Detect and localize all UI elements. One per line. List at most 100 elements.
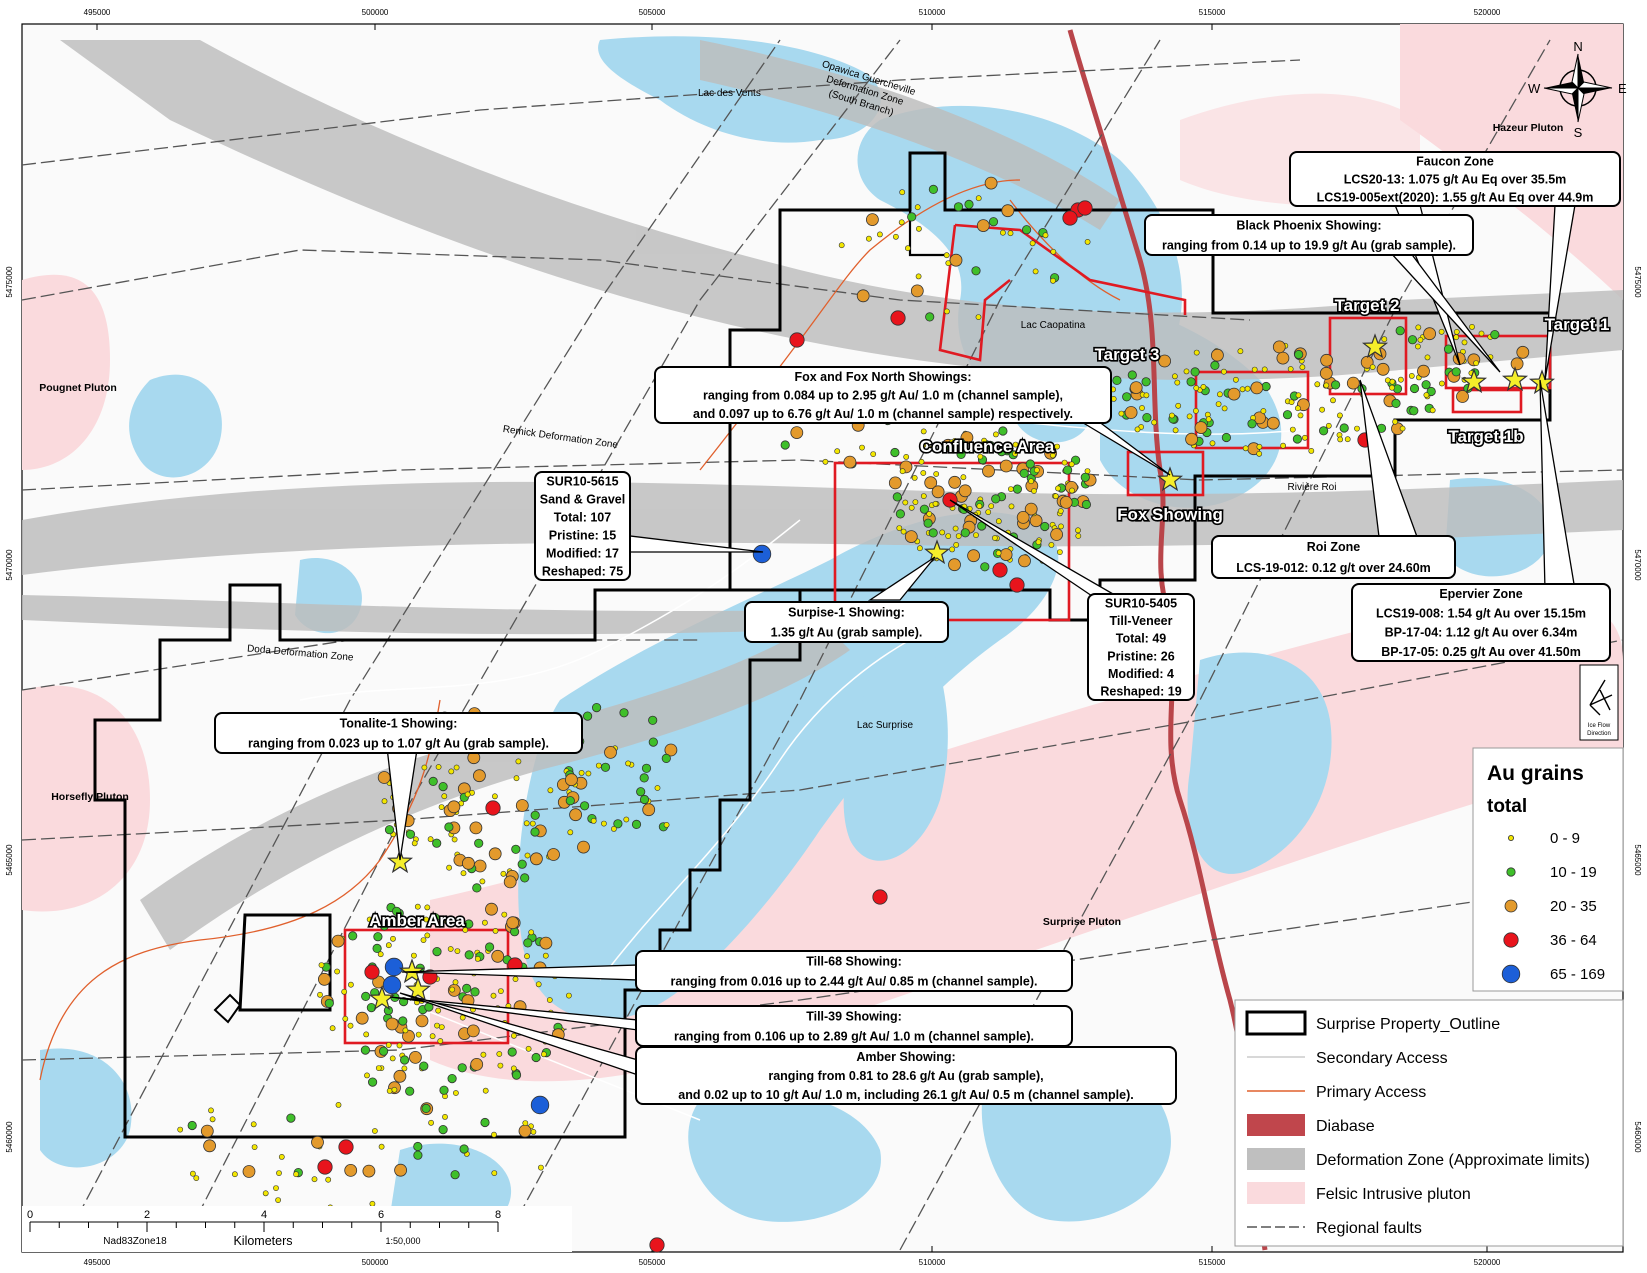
east-letter: E	[1618, 81, 1627, 96]
au-grain-dot	[625, 760, 631, 767]
au-grain-dot	[1260, 408, 1267, 414]
au-grain-dot	[1050, 248, 1057, 255]
au-grain-dot	[780, 440, 790, 450]
au-grain-dot	[539, 936, 553, 950]
au-grain-dot	[523, 938, 533, 948]
leader-lines	[384, 204, 1576, 1076]
au-grain-dot	[1251, 366, 1258, 373]
au-grain-dot	[566, 992, 572, 999]
au-grain-dot	[414, 903, 421, 910]
au-grain-dot	[485, 902, 498, 916]
au-grain-dot	[317, 1159, 333, 1175]
scale-tick: 8	[495, 1209, 501, 1221]
au-grain-dot	[1186, 377, 1196, 387]
callout-line: Roi Zone	[1307, 540, 1361, 554]
au-grain-dot	[457, 1063, 467, 1073]
au-grain-dot	[890, 310, 906, 326]
au-grain-dot	[344, 1164, 358, 1177]
au-grain-dot	[1266, 416, 1280, 430]
callout-line: LCS20-13: 1.075 g/t Au Eq over 35.5m	[1344, 173, 1567, 187]
easting-label: 510000	[919, 1258, 946, 1267]
au-grain-dot	[446, 864, 452, 871]
au-grain-dot	[944, 308, 950, 315]
au-grain-dot	[992, 535, 998, 541]
au-grain-dot	[601, 820, 607, 827]
au-grain-dot	[952, 525, 959, 532]
au-grain-dot	[438, 781, 448, 792]
easting-label: 520000	[1474, 1258, 1501, 1267]
au-grain-dot	[1054, 443, 1060, 450]
au-grain-dot	[398, 1016, 408, 1026]
au-grain-dot	[491, 949, 505, 963]
au-grain-dot	[402, 1027, 409, 1034]
au-grain-dot	[843, 455, 857, 469]
au-grain-dot	[391, 1086, 398, 1093]
easting-label: 515000	[1199, 1258, 1226, 1267]
au-grain-dot	[1209, 440, 1216, 447]
au-grain-dot	[513, 775, 520, 782]
au-grain-dot	[991, 494, 1001, 504]
au-grain-dot	[334, 968, 340, 975]
au-grain-dot	[984, 176, 998, 190]
legend-label: Primary Access	[1316, 1084, 1426, 1101]
au-grain-dot	[958, 484, 972, 498]
au-grain-dot	[903, 453, 910, 460]
au-grain-dot	[1438, 328, 1445, 335]
au-grain-dot	[910, 284, 924, 298]
au-grain-dot	[663, 822, 670, 828]
au-grain-dot	[985, 440, 995, 450]
au-grain-dot	[648, 715, 658, 725]
au-grain-dot	[902, 499, 909, 506]
au-grain-dot	[932, 500, 939, 507]
au-grain-dot	[1016, 511, 1030, 524]
northing-label: 5465000	[5, 844, 14, 876]
au-grain-dot	[286, 1113, 296, 1123]
au-grain-dot	[378, 1143, 385, 1150]
au-grain-dot	[899, 189, 906, 196]
au-grain-dot	[385, 1042, 392, 1048]
au-grain-dot	[920, 428, 927, 435]
area-labels: Confluence Area Amber Area Target 1 Targ…	[368, 294, 1612, 931]
au-grain-dot	[960, 528, 970, 538]
au-grain-dot	[273, 1185, 279, 1191]
northing-label: 5465000	[1633, 844, 1642, 876]
au-grain-dot	[1193, 407, 1199, 414]
callout-line: 1.35 g/t Au (grab sample).	[771, 626, 923, 640]
showing-star	[398, 958, 426, 984]
au-grain-dot	[591, 702, 602, 713]
au-grain-dot	[461, 856, 475, 870]
au-grain-dot	[262, 1190, 269, 1197]
au-grain-dot	[1172, 427, 1179, 434]
au-grain-dot	[187, 1120, 197, 1131]
au-grain-dot	[1295, 392, 1302, 399]
au-grain-dot	[971, 266, 981, 276]
scale-ratio: 1:50,000	[385, 1236, 420, 1246]
au-grain-dot	[1516, 345, 1530, 359]
au-grain-dot	[379, 921, 389, 931]
au-grain-dot	[980, 562, 990, 572]
au-grain-dot	[464, 791, 471, 798]
callout-line: Reshaped: 75	[542, 565, 623, 579]
au-grain-dot	[981, 437, 987, 444]
au-grain-dot	[503, 875, 517, 889]
au-grain-dot	[1075, 533, 1082, 539]
northing-label: 5470000	[5, 549, 14, 581]
au-grain-dot	[369, 1200, 376, 1207]
au-grain-dot	[1007, 230, 1014, 237]
au-grain-dot	[908, 504, 915, 511]
au-grain-dot	[888, 476, 902, 490]
northing-label: 5460000	[1633, 1121, 1642, 1153]
au-grain-dot	[1077, 200, 1093, 216]
au-grain-dot	[1200, 383, 1207, 390]
au-grain-dot	[208, 1107, 214, 1114]
au-grain-dot	[790, 426, 804, 440]
showing-star	[1361, 333, 1389, 359]
au-grain-dot	[1423, 327, 1436, 341]
deformation-zones	[22, 40, 1623, 950]
au-grain-dot	[541, 1051, 547, 1058]
au-grain-dot	[1018, 554, 1031, 568]
lac-surprise-label: Lac Surprise	[857, 720, 914, 731]
au-grain-dot	[1025, 459, 1035, 469]
au-grain-dot	[501, 911, 508, 918]
